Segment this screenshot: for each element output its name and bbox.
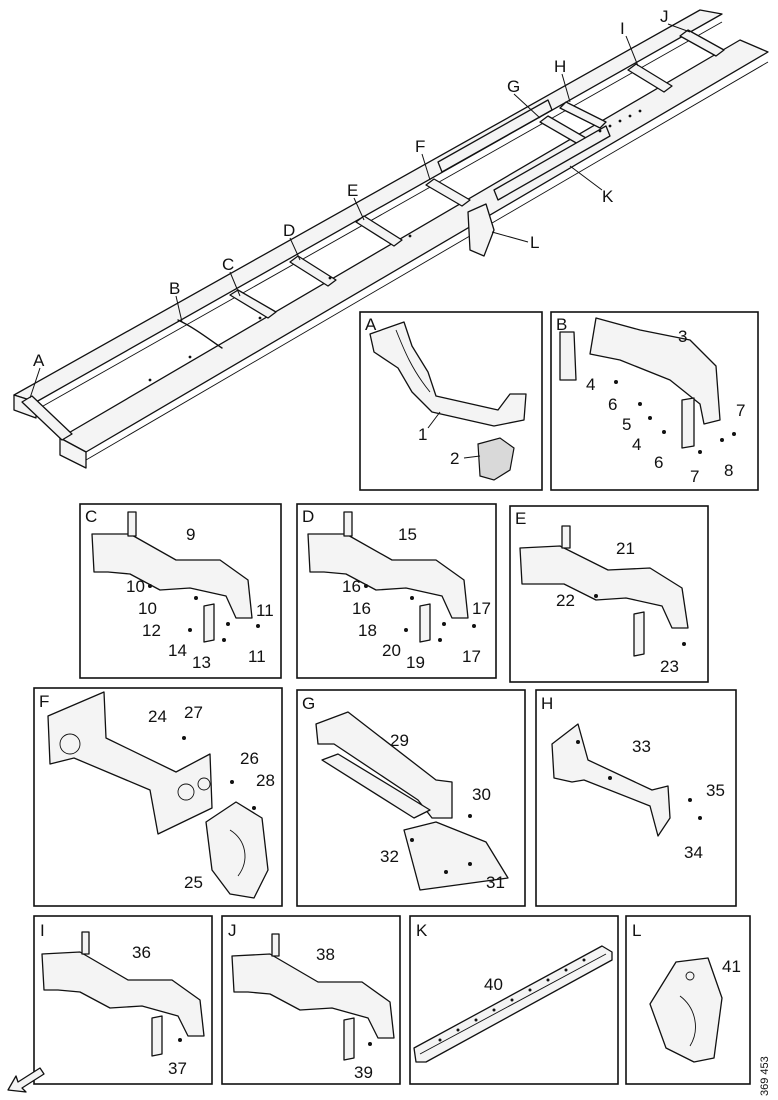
panel-c-part-9: 9 (186, 525, 195, 544)
overview-callout-e: E (347, 181, 358, 200)
panel-c-part-13: 13 (192, 653, 211, 672)
arrow-down-left-icon (7, 1067, 45, 1093)
panel-c-part-12: 12 (142, 621, 161, 640)
panel-e-part-23: 23 (660, 657, 679, 676)
panel-f-letter: F (39, 692, 49, 711)
panel-b-part-7a: 7 (736, 401, 745, 420)
panel-c: C 9 10 10 11 12 14 13 11 (79, 503, 282, 679)
panel-d-part-19: 19 (406, 653, 425, 672)
overview-callout-i: I (620, 19, 625, 38)
panel-a: A 1 2 (359, 311, 543, 491)
panel-f: F 24 27 26 28 25 (33, 687, 283, 907)
overview-callout-l: L (530, 233, 539, 252)
panel-d-part-20: 20 (382, 641, 401, 660)
panel-h-part-34: 34 (684, 843, 703, 862)
panel-c-part-11a: 11 (256, 601, 274, 620)
panel-e-letter: E (515, 509, 526, 528)
panel-d-part-18: 18 (358, 621, 377, 640)
panel-b-part-7b: 7 (690, 467, 699, 486)
overview-callout-d: D (283, 221, 295, 240)
panel-g: G 29 30 32 31 (296, 689, 526, 907)
panel-f-part-24: 24 (148, 707, 167, 726)
panel-b-part-6a: 6 (608, 395, 617, 414)
panel-k-part-40: 40 (484, 975, 503, 994)
panel-d-part-16a: 16 (342, 577, 361, 596)
panel-a-part-2: 2 (450, 449, 459, 468)
panel-b-part-5: 5 (622, 415, 631, 434)
reference-number: 369 453 (759, 1056, 771, 1096)
panel-d-part-15: 15 (398, 525, 417, 544)
panel-h-part-33: 33 (632, 737, 651, 756)
overview-callout-a: A (33, 351, 45, 370)
panel-b-letter: B (556, 315, 567, 334)
overview-callout-b: B (169, 279, 180, 298)
panel-k-letter: K (416, 921, 428, 940)
panel-e-part-22: 22 (556, 591, 575, 610)
panel-k: K 40 (409, 915, 619, 1085)
panel-b-part-8: 8 (724, 461, 733, 480)
panel-d-part-17a: 17 (472, 599, 491, 618)
panel-i-letter: I (40, 921, 45, 940)
panel-l-letter: L (632, 921, 641, 940)
overview-callout-g: G (507, 77, 520, 96)
panel-d-part-16b: 16 (352, 599, 371, 618)
panel-a-letter: A (365, 315, 377, 334)
panel-c-part-10a: 10 (126, 577, 145, 596)
panel-c-part-14: 14 (168, 641, 187, 660)
panel-a-part-1: 1 (418, 425, 427, 444)
panel-d-letter: D (302, 507, 314, 526)
panel-c-part-11b: 11 (248, 647, 266, 666)
panel-g-part-31: 31 (486, 873, 505, 892)
panel-f-part-25: 25 (184, 873, 203, 892)
panel-d-part-17b: 17 (462, 647, 481, 666)
overview-callout-j: J (660, 7, 669, 26)
panel-l-part-41: 41 (722, 957, 741, 976)
panel-d: D 15 16 16 17 18 20 19 17 (296, 503, 497, 679)
panel-h-letter: H (541, 694, 553, 713)
overview-callout-k: K (602, 187, 614, 206)
panel-j-part-38: 38 (316, 945, 335, 964)
panel-f-part-28: 28 (256, 771, 275, 790)
panel-i-part-37: 37 (168, 1059, 187, 1078)
overview-callout-h: H (554, 57, 566, 76)
chassis-frame-overview: A B C D E F G H I J K L (13, 7, 769, 469)
panel-b-part-4b: 4 (632, 435, 641, 454)
panel-e: E 21 22 23 (509, 505, 709, 683)
panel-b-part-6b: 6 (654, 453, 663, 472)
panel-h-part-35: 35 (706, 781, 725, 800)
overview-callout-f: F (415, 137, 425, 156)
panel-i-part-36: 36 (132, 943, 151, 962)
panel-h: H 33 35 34 (535, 689, 737, 907)
panel-i: I 36 37 (33, 915, 213, 1085)
panel-g-part-30: 30 (472, 785, 491, 804)
panel-e-part-21: 21 (616, 539, 635, 558)
panel-b-part-4a: 4 (586, 375, 595, 394)
panel-j-part-39: 39 (354, 1063, 373, 1082)
panel-l: L 41 369 453 (625, 915, 771, 1096)
panel-c-letter: C (85, 507, 97, 526)
panel-f-part-26: 26 (240, 749, 259, 768)
overview-callout-c: C (222, 255, 234, 274)
panel-f-part-27: 27 (184, 703, 203, 722)
panel-b: B 3 4 6 5 4 6 7 8 7 (550, 311, 759, 491)
panel-b-part-3: 3 (678, 327, 687, 346)
panel-j-letter: J (228, 921, 237, 940)
panel-c-part-10b: 10 (138, 599, 157, 618)
panel-g-part-29: 29 (390, 731, 409, 750)
panel-j: J 38 39 (221, 915, 401, 1085)
panel-g-part-32: 32 (380, 847, 399, 866)
panel-g-letter: G (302, 694, 315, 713)
